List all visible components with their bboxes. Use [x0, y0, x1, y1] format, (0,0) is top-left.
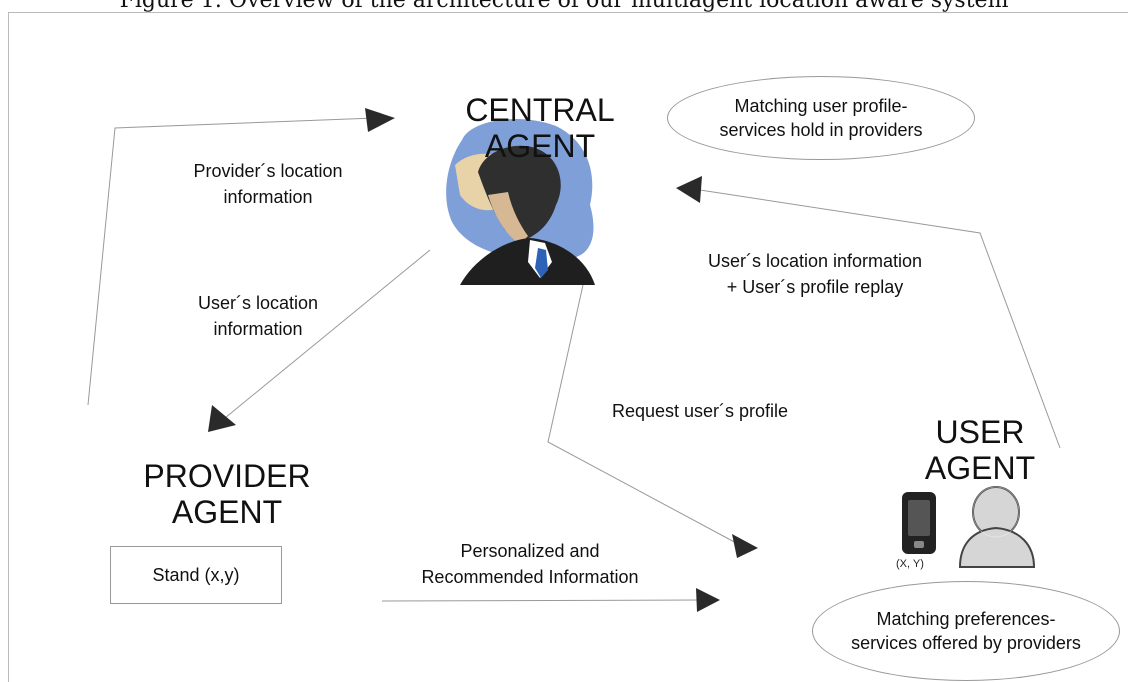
arrow-user-to-central: [676, 176, 1061, 449]
label-personalized-info: Personalized and Recommended Information: [421, 541, 639, 587]
central-agent-note: Matching user profile- services hold in …: [667, 76, 975, 160]
provider-agent-title: PROVIDER AGENT: [143, 458, 311, 530]
user-agent-title: USER AGENT: [924, 414, 1036, 486]
user-agent-note-text: Matching preferences- services offered b…: [851, 609, 1081, 653]
arrow-central-to-provider: [208, 249, 431, 432]
diagram-frame: [8, 12, 1128, 682]
arrow-provider-to-central: [87, 108, 395, 406]
central-agent-title: CENTRAL AGENT: [465, 92, 615, 164]
label-user-location-profile: User´s location information + User´s pro…: [707, 251, 923, 297]
user-agent-note: Matching preferences- services offered b…: [812, 581, 1120, 681]
label-request-profile: Request user´s profile: [611, 401, 789, 421]
device-coordinates: (X, Y): [896, 558, 924, 570]
mobile-device-icon: [902, 492, 936, 554]
arrow-central-to-user: [547, 284, 758, 558]
label-user-location-to-provider: User´s location information: [197, 293, 319, 339]
central-agent-note-text: Matching user profile- services hold in …: [719, 96, 923, 140]
user-silhouette-icon: [958, 486, 1036, 568]
arrow-provider-to-user: [381, 588, 720, 612]
figure-caption: Figure 1: Overview of the architecture o…: [119, 0, 1009, 13]
stand-box: Stand (x,y): [110, 546, 282, 604]
businessman-clipart-icon: [446, 118, 595, 285]
label-provider-location: Provider´s location information: [193, 161, 343, 207]
